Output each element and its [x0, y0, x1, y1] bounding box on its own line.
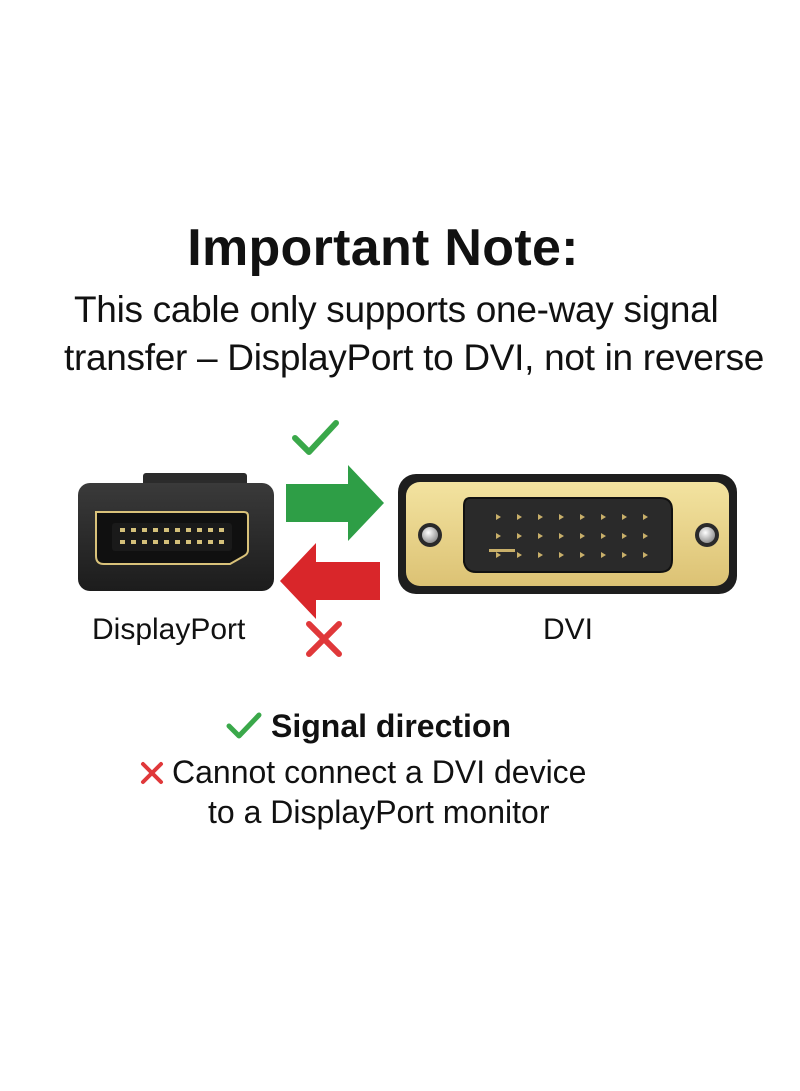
dp-pin	[153, 528, 158, 532]
dp-pin	[175, 540, 180, 544]
dp-pin	[164, 528, 169, 532]
dvi-pin	[517, 514, 522, 520]
dp-pin	[120, 528, 125, 532]
dvi-pin	[559, 552, 564, 558]
dp-pin	[219, 528, 224, 532]
connection-diagram	[78, 420, 737, 657]
dvi-pin	[538, 552, 543, 558]
page-title: Important Note:	[187, 219, 579, 277]
dp-pin	[120, 540, 125, 544]
dvi-pin	[580, 514, 585, 520]
dp-pin	[186, 528, 191, 532]
subtitle-line-2: transfer – DisplayPort to DVI, not in re…	[64, 337, 765, 378]
dvi-pin	[517, 552, 522, 558]
dp-pin	[208, 540, 213, 544]
right-arrow-icon	[286, 465, 384, 541]
legend-cannot-line-2: to a DisplayPort monitor	[208, 794, 550, 830]
dp-pin	[131, 540, 136, 544]
dvi-pin	[538, 514, 543, 520]
dp-pin	[142, 528, 147, 532]
dvi-pin	[643, 533, 648, 539]
check-icon	[292, 420, 339, 455]
legend-cannot-connect: Cannot connect a DVI device to a Display…	[138, 752, 586, 832]
left-arrow-icon	[280, 543, 380, 619]
dp-pin	[219, 540, 224, 544]
dvi-pin	[622, 514, 627, 520]
dvi-pin	[622, 533, 627, 539]
dvi-pin	[496, 552, 501, 558]
dp-pin	[153, 540, 158, 544]
dvi-pin	[496, 533, 501, 539]
dvi-connector	[398, 474, 737, 594]
dp-pin	[197, 528, 202, 532]
legend-cannot-line-1: Cannot connect a DVI device	[172, 754, 587, 790]
dvi-pin	[517, 533, 522, 539]
dvi-pin	[601, 552, 606, 558]
dvi-pin	[643, 514, 648, 520]
cross-icon	[141, 762, 163, 784]
dvi-pin	[643, 552, 648, 558]
dvi-label: DVI	[543, 613, 594, 646]
dp-pin	[142, 540, 147, 544]
displayport-connector	[78, 473, 274, 591]
dp-pin	[131, 528, 136, 532]
dvi-pin	[580, 552, 585, 558]
dp-pin	[208, 528, 213, 532]
dvi-pin	[622, 552, 627, 558]
dp-pin	[175, 528, 180, 532]
legend-cannot-connect-text: Cannot connect a DVI device to a Display…	[172, 752, 586, 832]
legend-signal-direction: Signal direction	[225, 702, 511, 750]
dvi-pin	[601, 533, 606, 539]
dvi-pin	[601, 514, 606, 520]
dvi-pin	[559, 514, 564, 520]
dvi-pin	[496, 514, 501, 520]
dp-pin	[164, 540, 169, 544]
dp-pin	[186, 540, 191, 544]
dvi-pin	[559, 533, 564, 539]
displayport-label: DisplayPort	[92, 613, 246, 646]
cross-icon	[306, 621, 342, 657]
dvi-pin	[538, 533, 543, 539]
legend-signal-direction-text: Signal direction	[271, 707, 512, 744]
subtitle-line-1: This cable only supports one-way signal	[74, 289, 719, 330]
dp-pin	[197, 540, 202, 544]
dvi-pin	[580, 533, 585, 539]
check-icon	[226, 712, 262, 739]
